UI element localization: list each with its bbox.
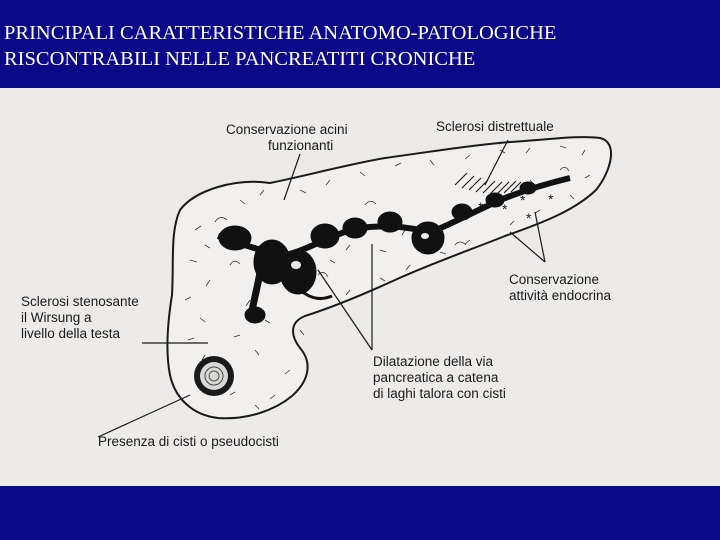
title-line-1: PRINCIPALI CARATTERISTICHE ANATOMO-PATOL… bbox=[4, 22, 557, 44]
pancreas-illustration: * * * * * Conservazione acini funzionant bbox=[0, 88, 720, 486]
svg-text:*: * bbox=[478, 199, 484, 215]
pancreas-outline bbox=[166, 136, 613, 420]
cyst-icon bbox=[194, 356, 234, 396]
label-cisti: Presenza di cisti o pseudocisti bbox=[98, 434, 279, 449]
leader-lines bbox=[97, 139, 546, 438]
islet-asterisks: * * * * * bbox=[478, 191, 554, 226]
svg-text:*: * bbox=[502, 201, 508, 217]
sclerosis-hatch bbox=[454, 172, 522, 195]
label-conservazione-endocrina: Conservazione attività endocrina bbox=[509, 272, 612, 303]
slide-title: PRINCIPALI CARATTERISTICHE ANATOMO-PATOL… bbox=[4, 20, 716, 72]
pancreas-drawing: * * * * * bbox=[97, 136, 613, 438]
lake-lumens bbox=[291, 233, 429, 269]
dilated-duct-chain bbox=[216, 175, 571, 324]
label-sclerosi-distrettuale: Sclerosi distrettuale bbox=[436, 119, 554, 134]
label-sclerosi-stenosante: Sclerosi stenosante il Wirsung a livello… bbox=[21, 294, 139, 341]
title-line-2: RISCONTRABILI NELLE PANCREATITI CRONICHE bbox=[4, 48, 476, 70]
label-acini: Conservazione acini funzionanti bbox=[226, 122, 348, 153]
label-dilatazione: Dilatazione della via pancreatica a cate… bbox=[373, 354, 506, 401]
svg-text:*: * bbox=[548, 191, 554, 207]
svg-text:*: * bbox=[520, 192, 526, 208]
svg-text:*: * bbox=[526, 210, 532, 226]
